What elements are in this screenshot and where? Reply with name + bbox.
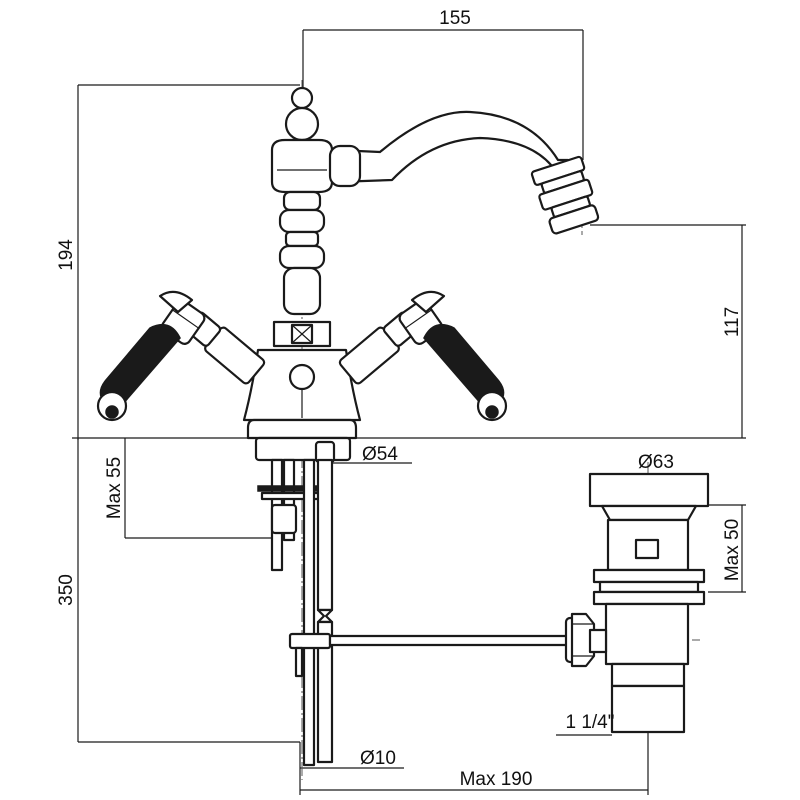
dimension-labels: 155 194 117 Ø54 Max 55 350 Ø63 Max 50 1 …	[56, 8, 743, 790]
dim-total-height: 194	[56, 239, 77, 271]
dim-rod-diameter: Ø10	[360, 748, 396, 769]
dim-waste-max-thickness: Max 50	[722, 519, 743, 581]
dim-waste-head-diameter: Ø63	[638, 452, 674, 473]
popup-waste	[564, 472, 710, 734]
dim-base-diameter: Ø54	[362, 444, 398, 465]
left-handle	[96, 290, 266, 422]
dim-waste-thread: 1 1/4"	[565, 712, 614, 733]
dim-spout-reach: 155	[439, 8, 471, 29]
dim-max-deck-thickness: Max 55	[104, 457, 125, 519]
dim-max-rod-length: Max 190	[460, 769, 533, 790]
faucet-body	[242, 86, 362, 462]
right-handle	[338, 290, 508, 422]
dim-spout-height: 117	[722, 307, 743, 337]
tail-pipes	[257, 440, 572, 767]
dim-tail-length: 350	[56, 574, 77, 606]
spout	[328, 110, 600, 235]
